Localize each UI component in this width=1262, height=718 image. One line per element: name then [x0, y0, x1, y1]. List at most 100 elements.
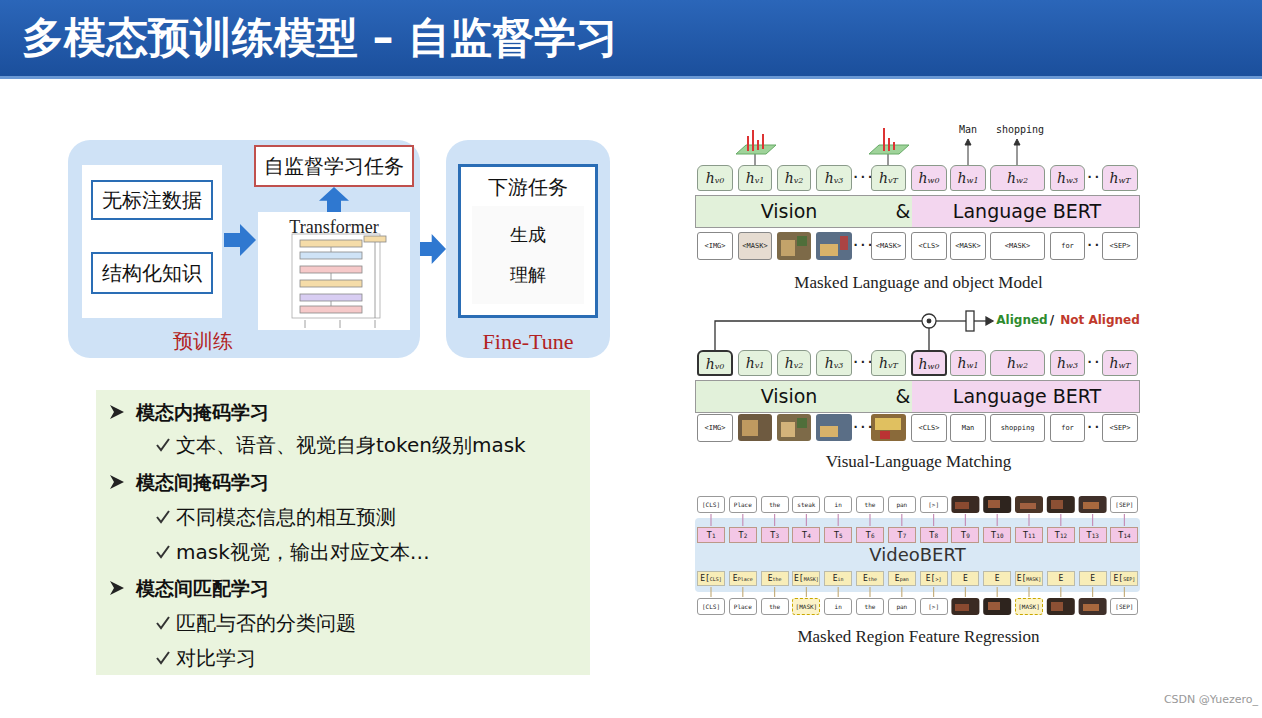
match-result: Aligned: [996, 313, 1048, 329]
box-label: 匹配与否的分类问题: [176, 610, 581, 636]
box-label: VideoBERT: [695, 544, 1140, 566]
hidden-state-cell: hw3: [1050, 165, 1085, 191]
block-arrow: [420, 234, 446, 264]
video-frame: [955, 502, 969, 509]
token-cell: <MASK>: [871, 232, 906, 260]
token-cell: the: [761, 496, 789, 513]
ellipsis: ···: [852, 165, 870, 191]
matching-wires: [928, 328, 929, 350]
matching-wires: [927, 319, 931, 323]
figure-caption: Masked Language and object Model: [697, 274, 1140, 294]
output-cell: T8: [920, 527, 948, 543]
task-list-box: 生成理解: [472, 206, 584, 304]
video-frame: [1079, 496, 1107, 513]
box-label: 结构化知识: [93, 254, 211, 292]
token-cell: <CLS>: [911, 414, 947, 442]
embedding-cell: E: [983, 571, 1011, 586]
watermark: CSDN @Yuezero_: [1140, 692, 1258, 710]
embedding-cell: E: [1047, 571, 1075, 586]
token-cell: in: [824, 598, 852, 615]
image-patch: [871, 414, 906, 441]
video-frame: [1047, 598, 1075, 615]
token-cell: [SEP]: [1110, 598, 1138, 615]
embedding-cell: E: [951, 571, 979, 586]
token-cell: [SEP]: [1110, 496, 1138, 513]
token-cell: [CLS]: [697, 496, 725, 513]
embedding-cell: Ein: [824, 571, 852, 586]
video-frame: [988, 602, 1000, 610]
video-frame: [1015, 496, 1043, 513]
video-frame: [983, 598, 1011, 615]
output-arrow: [968, 143, 969, 165]
matching-wires: [715, 311, 993, 350]
ellipsis: ···: [852, 232, 870, 260]
box-label: &: [891, 381, 915, 412]
image-patch: [816, 414, 852, 441]
token-cell: pan: [888, 598, 916, 615]
prediction-chart-icon: [736, 145, 776, 154]
task-box: 自监督学习任务: [254, 145, 414, 187]
ellipsis: ···: [1086, 165, 1102, 191]
video-frame: [1051, 500, 1063, 509]
box-label: 文本、语音、视觉自身token级别mask: [176, 432, 581, 458]
image-patch: [781, 422, 795, 437]
hidden-state-cell: hv0: [697, 165, 733, 191]
video-frame: [988, 500, 1000, 508]
image-patch: [840, 236, 848, 250]
token-cell: Place: [729, 598, 757, 615]
output-cell: T13: [1079, 527, 1107, 543]
token-cell: for: [1050, 232, 1085, 260]
embedding-cell: EPlace: [729, 571, 757, 586]
box-label: 模态间匹配学习: [136, 575, 556, 601]
token-cell: <CLS>: [911, 232, 947, 260]
image-patch: [820, 244, 838, 256]
box-label: Language BERT: [947, 196, 1107, 227]
image-patch: [738, 232, 772, 260]
hidden-state-cell: hvT: [871, 165, 906, 191]
token-cell: the: [856, 496, 884, 513]
embedding-cell: E[MASK]: [792, 571, 820, 586]
box-label: 理解: [472, 262, 584, 288]
matching-wires: [936, 320, 966, 321]
prediction-chart-icon: [762, 134, 764, 149]
token-cell: [MASK]: [792, 598, 820, 615]
ellipsis: ···: [1086, 232, 1102, 260]
video-frame: [955, 604, 969, 611]
hidden-state-cell: hv2: [777, 165, 811, 191]
prediction-chart-icon: [869, 145, 909, 154]
hidden-state-cell: hwT: [1102, 350, 1138, 376]
box-label: mask视觉，输出对应文本…: [176, 539, 581, 565]
box-label: Language BERT: [947, 381, 1107, 412]
box-label: Vision: [749, 381, 829, 412]
hidden-state-cell: hwT: [1102, 165, 1138, 191]
token-cell: the: [856, 598, 884, 615]
output-cell: T4: [792, 527, 820, 543]
image-patch: [777, 414, 811, 441]
embedding-cell: E[SEP]: [1110, 571, 1138, 586]
embedding-cell: E: [1079, 571, 1107, 586]
output-cell: T5: [824, 527, 852, 543]
output-cell: T7: [888, 527, 916, 543]
hidden-state-cell: hw2: [990, 350, 1045, 376]
output-cell: T1: [697, 527, 725, 543]
video-frame: [1083, 502, 1099, 509]
slide-title: 多模态预训练模型 – 自监督学习: [22, 10, 618, 66]
image-patch: [816, 232, 852, 260]
output-cell: T14: [1110, 527, 1138, 543]
hidden-state-cell: hw2: [990, 165, 1045, 191]
token-cell: [MASK]: [1015, 598, 1043, 615]
hidden-state-cell: hv0: [697, 350, 733, 376]
embedding-cell: Epan: [888, 571, 916, 586]
video-frame: [1079, 598, 1107, 615]
video-frame: [983, 496, 1011, 513]
token-cell: shopping: [990, 414, 1045, 442]
image-patch: [875, 418, 901, 430]
matching-wires: [715, 321, 922, 350]
image-patch: [777, 232, 811, 260]
ellipsis: ···: [1086, 350, 1102, 376]
hidden-state-cell: hw1: [950, 165, 986, 191]
token-cell: [CLS]: [697, 598, 725, 615]
ellipsis: ···: [852, 414, 870, 442]
box-label: 对比学习: [176, 645, 581, 671]
box-label: 下游任务: [458, 174, 598, 200]
